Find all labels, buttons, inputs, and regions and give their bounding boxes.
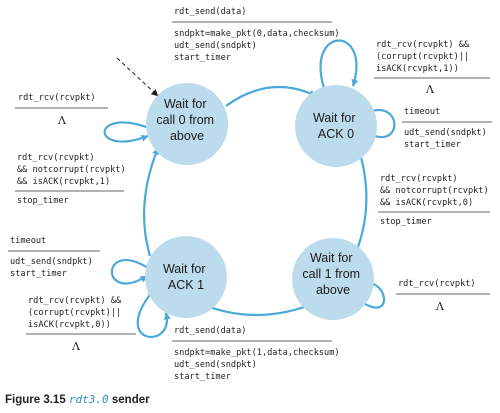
loop-s1-top [319,39,359,89]
s1-right-action-1: udt_send(sndpkt) [404,128,487,138]
state-wait-ack-1-line-1: Wait for [163,262,206,276]
s2-self-action-1: Λ [435,300,445,313]
state-wait-call-1: Wait for call 1 from above [292,238,374,320]
state-wait-call-0: Wait for call 0 from above [146,83,228,165]
bottom-action-1: sndpkt=make_pkt(1,data,checksum) [174,348,340,358]
s1-top-event-2: (corrupt(rcvpkt)|| [376,52,469,62]
label-s3-self-left: timeout udt_send(sndpkt) start_timer [8,236,100,279]
state-wait-ack-0-line-2: ACK 0 [318,127,354,141]
right-event-1: rdt_rcv(rcvpkt) [380,174,458,184]
label-left: rdt_rcv(rcvpkt) && notcorrupt(rcvpkt) &&… [15,153,126,206]
left-event-3: && isACK(rcvpkt,1) [17,177,110,187]
bottom-action-3: start_timer [174,372,231,382]
top-action-1: sndpkt=make_pkt(0,data,checksum) [174,29,340,39]
s1-top-action-1: Λ [425,83,435,96]
state-wait-call-0-line-1: Wait for [164,97,207,111]
top-event-1: rdt_send(data) [174,7,246,17]
s3-bottom-event-1: rdt_rcv(rcvpkt) && [28,296,122,306]
state-wait-ack-1-line-2: ACK 1 [168,278,204,292]
state-wait-ack-0-line-1: Wait for [313,111,356,125]
right-event-3: && isACK(rcvpkt,0) [380,198,473,208]
s3-left-action-1: udt_send(sndpkt) [10,257,93,267]
caption-label: Figure 3.15 [5,394,66,406]
figure-caption: Figure 3.15 rdt3.0 sender [5,393,150,406]
s1-top-event-3: isACK(rcvpkt,1)) [376,64,459,74]
left-event-1: rdt_rcv(rcvpkt) [17,153,95,163]
edge-left [143,147,160,257]
left-event-2: && notcorrupt(rcvpkt) [17,165,126,175]
label-s1-self-right: timeout udt_send(sndpkt) start_timer [402,107,492,150]
s0-self-action-1: Λ [57,114,67,127]
caption-title: rdt3.0 [68,393,109,406]
s2-self-event-1: rdt_rcv(rcvpkt) [398,279,476,289]
state-wait-ack-1: Wait for ACK 1 [145,236,227,318]
state-wait-call-1-line-2: call 1 from [302,267,360,281]
svg-text:Wait for ACK 0: Wait for ACK 0 [313,111,359,141]
state-wait-call-1-line-1: Wait for [310,251,353,265]
label-bottom: rdt_send(data) sndpkt=make_pkt(1,data,ch… [172,326,340,382]
s3-bottom-action-1: Λ [71,340,81,353]
s1-right-action-2: start_timer [404,140,461,150]
loop-s3-bottom [136,291,171,339]
s1-top-event-1: rdt_rcv(rcvpkt) && [376,40,470,50]
initial-arrow [116,57,159,97]
loop-s3-left [110,259,149,285]
right-action-1: stop_timer [380,217,432,227]
top-action-2: udt_send(sndpkt) [174,41,257,51]
edge-top [225,86,317,107]
svg-text:Wait for call 0 from: Wait for call 0 from above [156,97,217,143]
state-wait-call-0-line-2: call 0 from [156,113,214,127]
label-right: rdt_rcv(rcvpkt) && notcorrupt(rcvpkt) &&… [378,174,490,227]
bottom-event-1: rdt_send(data) [174,326,246,336]
state-wait-call-0-line-3: above [170,129,204,143]
s0-self-event-1: rdt_rcv(rcvpkt) [18,93,96,103]
caption-suffix: sender [111,394,150,406]
loop-s0 [103,121,150,143]
label-top: rdt_send(data) sndpkt=make_pkt(0,data,ch… [172,7,340,63]
label-s3-self-bottom: rdt_rcv(rcvpkt) && (corrupt(rcvpkt)|| is… [26,296,136,353]
s3-bottom-event-3: isACK(rcvpkt,0)) [28,320,111,330]
svg-text:Wait for ACK 1: Wait for ACK 1 [163,262,209,292]
left-action-1: stop_timer [17,196,69,206]
state-wait-ack-0: Wait for ACK 0 [295,85,377,167]
fsm-diagram: Wait for call 0 from above Wait for ACK … [8,7,492,382]
label-s1-self-top: rdt_rcv(rcvpkt) && (corrupt(rcvpkt)|| is… [374,40,490,96]
s3-left-action-2: start_timer [10,269,67,279]
state-wait-call-1-line-3: above [316,283,350,297]
bottom-action-2: udt_send(sndpkt) [174,360,257,370]
s1-right-event-1: timeout [404,107,440,117]
svg-text:Wait for call 1 from: Wait for call 1 from above [302,251,363,297]
s3-left-event-1: timeout [10,236,46,246]
label-s0-self: rdt_rcv(rcvpkt) Λ [15,93,108,127]
right-event-2: && notcorrupt(rcvpkt) [380,186,489,196]
s3-bottom-event-2: (corrupt(rcvpkt)|| [28,308,121,318]
top-action-3: start_timer [174,53,231,63]
label-s2-self: rdt_rcv(rcvpkt) Λ [396,279,490,313]
